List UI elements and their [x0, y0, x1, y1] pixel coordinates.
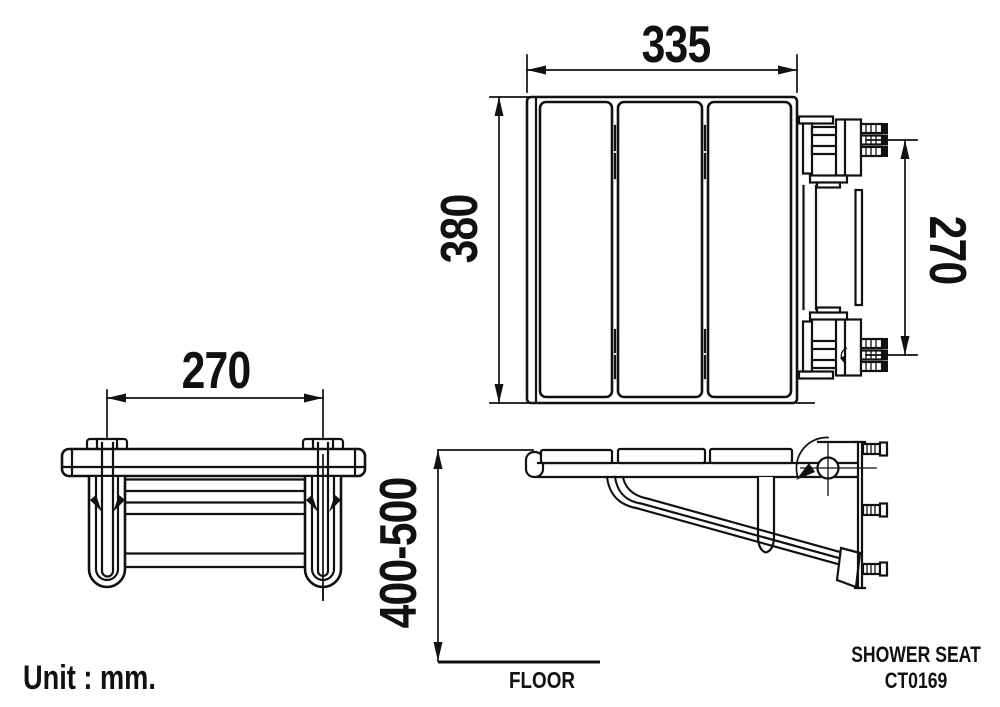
arrow-right: [778, 65, 797, 75]
dim-seat-depth-label: 380: [431, 195, 489, 264]
seat-slat-3: [706, 100, 793, 399]
arrow-bottom: [900, 336, 910, 355]
wall-bolt-3: [861, 561, 889, 577]
arrow-left: [107, 393, 126, 403]
slat-profile-1: [539, 448, 614, 465]
arrow-left: [527, 65, 546, 75]
arrow-top: [494, 97, 504, 116]
side-view: 400-500 FLOOR: [370, 436, 889, 693]
arrow-right: [304, 393, 323, 403]
cross-rails: [98, 478, 332, 569]
dim-bracket-spacing: 270: [865, 139, 976, 356]
dim-seat-depth: 380: [431, 96, 541, 404]
fold-arc-arrow: [796, 463, 815, 480]
wall-bolt-2: [861, 502, 889, 518]
product-code: CT0169: [885, 669, 948, 693]
seat-slat-1: [538, 100, 614, 399]
seat-bar: [60, 447, 367, 478]
product-name: SHOWER SEAT: [851, 643, 981, 667]
mounting-bracket-bottom: [797, 306, 890, 380]
arrow-bottom: [433, 642, 443, 661]
front-elevation-view: 270: [60, 342, 367, 601]
hanger-bracket: [756, 475, 776, 554]
dim-seat-height-label: 400-500: [370, 478, 428, 629]
arrow-top: [900, 140, 910, 159]
mounting-bracket-top: [797, 115, 890, 189]
slat-hinge-marks: [613, 124, 707, 380]
dim-seat-height: 400-500: [370, 449, 534, 662]
rotation-arrow: [840, 347, 848, 365]
support-arm: [605, 475, 862, 589]
title-block: SHOWER SEAT CT0169: [851, 643, 981, 693]
wall-bolt-1: [861, 441, 889, 457]
arrow-top: [433, 450, 443, 469]
slat-profile-3: [708, 447, 794, 465]
arrow-bottom: [494, 384, 504, 403]
seat-profile: [524, 447, 858, 479]
dim-seat-width: 335: [526, 16, 798, 93]
dim-bracket-spacing-label: 270: [918, 216, 976, 285]
unit-note: Unit : mm.: [23, 658, 156, 697]
pivot-arrows: [90, 495, 341, 512]
top-view: 335 380: [431, 16, 976, 405]
dim-seat-width-label: 335: [642, 16, 711, 74]
fold-arc: [795, 436, 829, 478]
hinge-mechanism: [795, 436, 877, 496]
arm-wall-foot: [835, 546, 862, 589]
floor-label: FLOOR: [509, 668, 575, 693]
seat-slat-2: [616, 100, 704, 399]
dim-leg-spacing-label: 270: [182, 342, 251, 400]
wall-rail: [802, 184, 864, 311]
slat-profile-2: [616, 447, 707, 465]
seat-frame-plan: [525, 95, 815, 405]
